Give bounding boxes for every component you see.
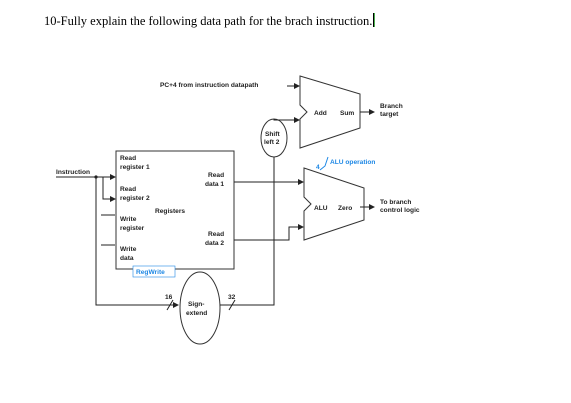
read-data2-line1: Read — [208, 231, 224, 238]
read-reg1-line2: register 1 — [120, 164, 150, 171]
branch-target-line2: target — [380, 111, 399, 118]
rt-wire — [102, 177, 116, 202]
read-reg2-line1: Read — [120, 186, 136, 193]
sign-extend-line2: extend — [186, 310, 207, 317]
read-reg2-line2: register 2 — [120, 195, 150, 202]
bits-out-label: 32 — [228, 294, 236, 301]
bits-in-label: 16 — [165, 294, 173, 301]
sign-extend-line1: Sign- — [188, 301, 204, 308]
to-branch-line2: control logic — [380, 207, 420, 214]
question-label: 10-Fully explain the following data path… — [44, 14, 373, 28]
shift-line2: left 2 — [264, 139, 280, 146]
regwrite-label: RegWrite — [136, 269, 165, 276]
sign-extend-unit — [179, 271, 221, 345]
write-reg-line2: register — [120, 225, 145, 232]
shift-line1: Shift — [265, 131, 280, 138]
shift-left-unit — [260, 118, 288, 158]
read-data1-line2: data 1 — [205, 181, 224, 188]
text-cursor — [373, 13, 375, 27]
read-data1-line1: Read — [208, 172, 224, 179]
instruction-to-sign-wire — [95, 177, 179, 308]
shift-to-add-wire — [273, 117, 300, 123]
alu-operation-label: ALU operation — [330, 159, 375, 166]
branch-target-line1: Branch — [380, 103, 403, 110]
alu-op-wire — [319, 156, 329, 171]
write-data-line2: data — [120, 255, 134, 262]
junction-dot — [94, 175, 98, 179]
question-text: 10-Fully explain the following data path… — [44, 13, 375, 29]
registers-block — [115, 150, 235, 270]
alu-label: ALU — [314, 205, 328, 212]
sign-out-wire — [220, 196, 275, 306]
alu-unit — [303, 167, 365, 241]
read-reg1-line1: Read — [120, 155, 136, 162]
write-data-line1: Write — [120, 246, 137, 253]
zero-label: Zero — [338, 205, 352, 212]
to-branch-line1: To branch — [380, 199, 411, 206]
read-data2-wire — [234, 224, 304, 241]
regwrite-box — [132, 265, 176, 278]
sum-label: Sum — [340, 110, 354, 117]
instruction-label: Instruction — [56, 169, 90, 176]
registers-label: Registers — [155, 208, 185, 215]
pc4-label: PC+4 from instruction datapath — [160, 82, 258, 89]
add-unit — [299, 75, 361, 149]
read-data2-line2: data 2 — [205, 240, 224, 247]
bits-out-slash — [228, 299, 236, 311]
write-reg-line1: Write — [120, 216, 137, 223]
alu-op-number: 4 — [316, 164, 320, 171]
bits-in-slash — [166, 299, 174, 311]
add-label: Add — [314, 110, 327, 117]
